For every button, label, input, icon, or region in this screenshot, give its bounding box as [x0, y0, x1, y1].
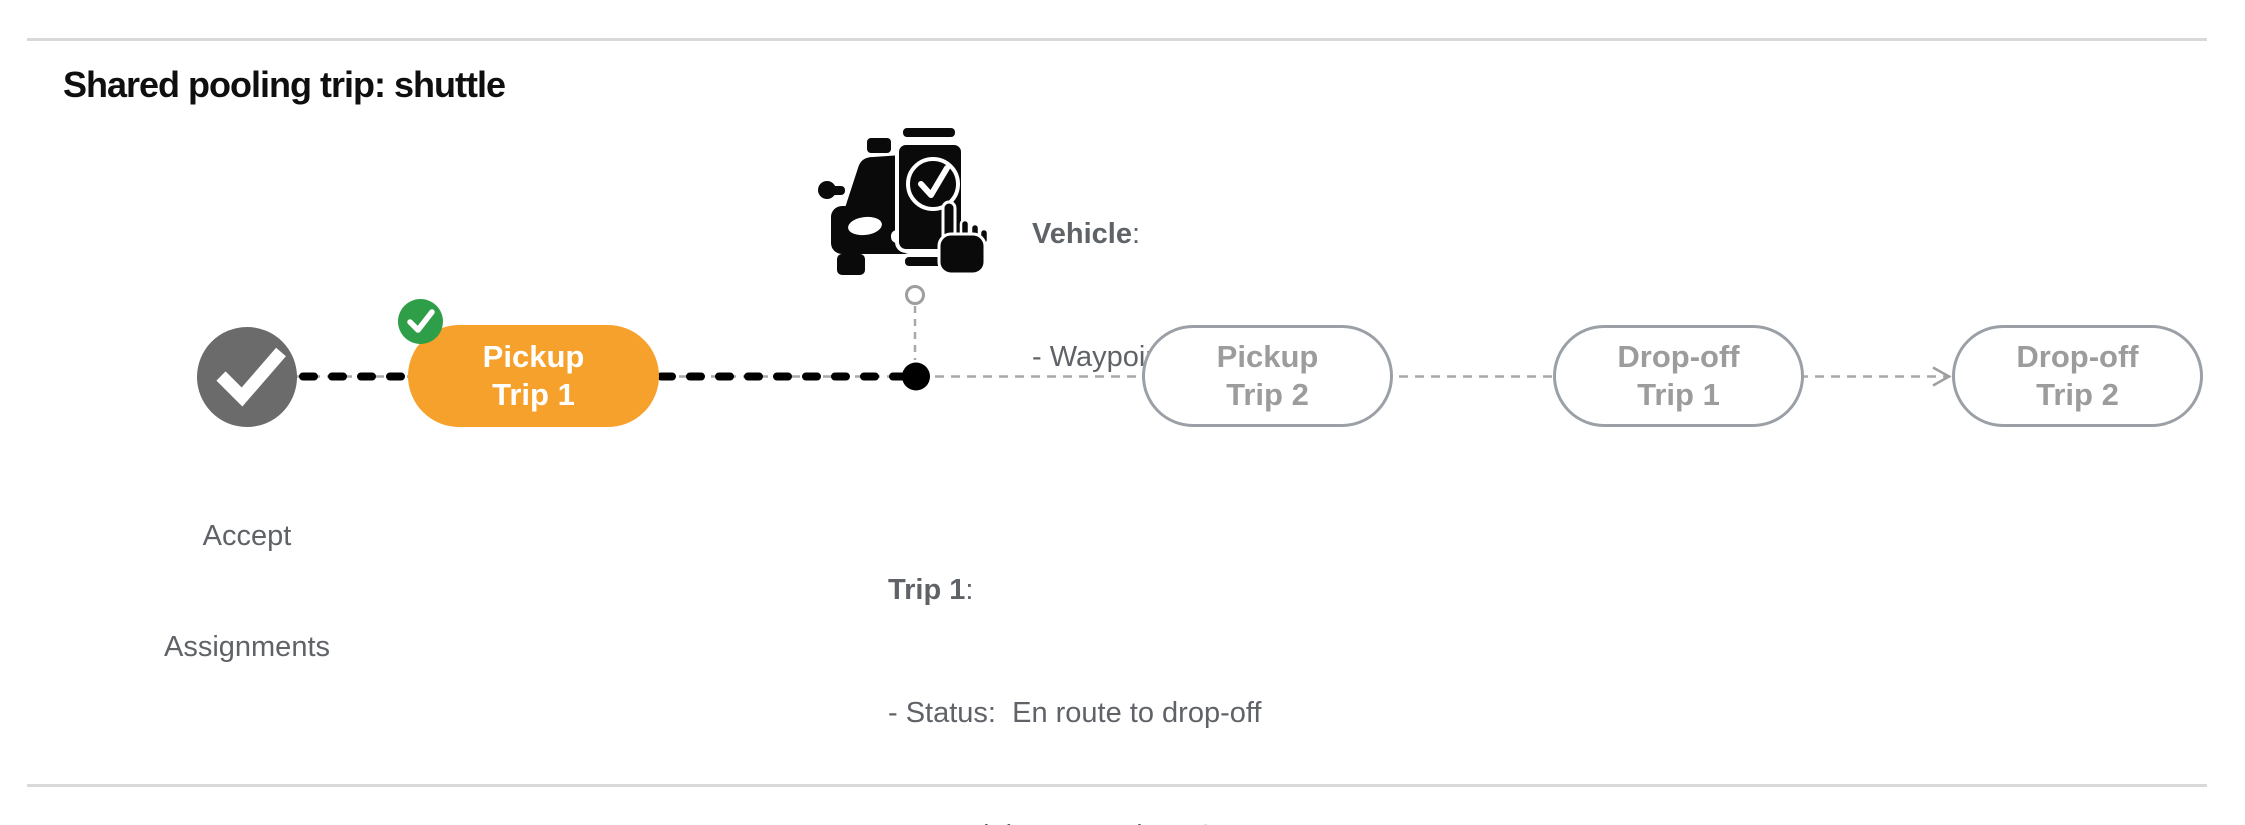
trip1-heading: Trip 1:: [888, 574, 974, 606]
node-accept-assignments: [197, 327, 297, 427]
top-divider: [27, 38, 2207, 41]
trip1-remaining: - Remaining waypoints: 2: [888, 816, 1261, 825]
pill-line: Trip 1: [1637, 377, 1720, 412]
completed-badge: [398, 299, 443, 344]
check-icon: [407, 309, 435, 333]
pill-line: Trip 2: [1226, 377, 1309, 412]
pill-line: Drop-off: [2016, 339, 2139, 374]
node-dropoff-trip-2: Drop-off Trip 2: [1952, 325, 2203, 427]
accept-assignments-label: Accept Assignments: [163, 520, 330, 663]
check-icon: [216, 347, 286, 407]
vehicle-anchor-circle: [905, 285, 925, 305]
vehicle-info-heading: Vehicle:: [1032, 218, 1141, 250]
node-pickup-trip-2: Pickup Trip 2: [1142, 325, 1393, 427]
check-circle-icon: [906, 157, 960, 211]
page-title: Shared pooling trip: shuttle: [63, 64, 506, 105]
pill-line: Pickup: [1216, 339, 1319, 374]
vehicle-position-dot: [902, 362, 930, 391]
vehicle-icon: [818, 124, 990, 276]
arrow-head-icon: [1932, 366, 1952, 387]
trip1-status: - Status: En route to drop-off: [888, 697, 1262, 729]
pill-line: Trip 2: [2036, 377, 2119, 412]
pill-line: Drop-off: [1617, 339, 1740, 374]
hand-glyph: [937, 200, 990, 276]
pill-line: Trip 1: [492, 377, 575, 412]
node-dropoff-trip-1: Drop-off Trip 1: [1553, 325, 1804, 427]
bottom-divider: [27, 784, 2207, 787]
node-pickup-trip-1: Pickup Trip 1: [408, 325, 659, 427]
trip-status-block: Trip 1: - Status: En route to drop-off -…: [888, 488, 1261, 825]
pill-line: Pickup: [482, 339, 585, 374]
